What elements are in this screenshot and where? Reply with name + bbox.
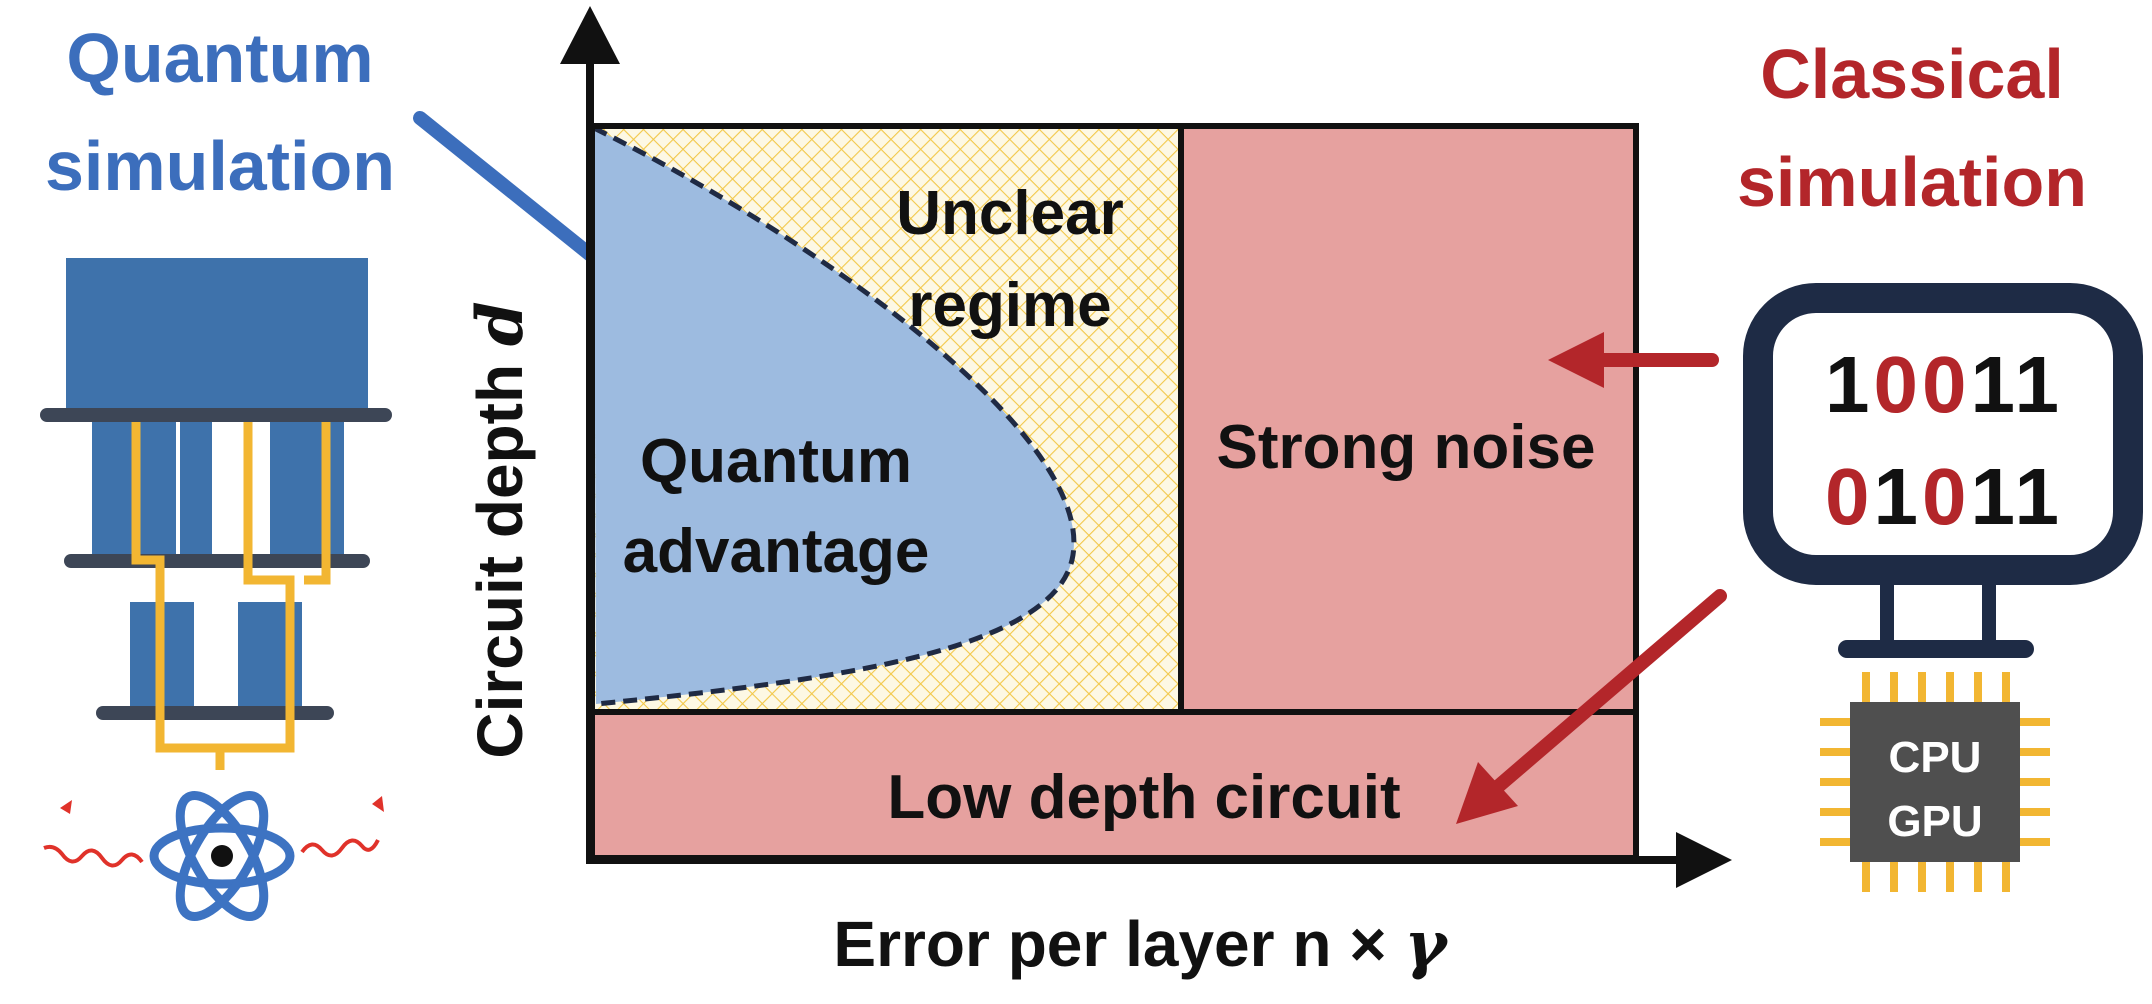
quantum-advantage-region [594,128,1074,704]
x-axis-label: Error per layer n × γ [833,907,1449,982]
binary-digit: 1 [2015,452,2064,541]
chip-pin [1820,838,1854,846]
x-axis [586,832,1732,888]
strong-noise-label: Strong noise [1217,413,1596,482]
classical-simulation-label-line2: simulation [1737,143,2087,221]
low-depth-region [592,712,1636,858]
chip-pin [1820,748,1854,756]
binary-digit: 0 [1873,340,1922,429]
binary-digit: 1 [2015,340,2064,429]
low-depth-circuit-label: Low depth circuit [887,763,1400,832]
binary-row-1: 10011 [1825,340,2063,429]
chip-pin [2016,778,2050,786]
chip-pin [1862,858,1870,892]
chip-pin [1862,672,1870,706]
binary-digit: 1 [1970,340,2014,429]
chip-pin [1946,672,1954,706]
chip-pin [2016,808,2050,816]
binary-digit: 1 [1873,452,1922,541]
chip-label-line2: GPU [1887,797,1982,846]
classical-simulation-label-line1: Classical [1760,35,2064,113]
strong-noise-region [1182,126,1636,710]
chip-pin [1974,672,1982,706]
y-axis [560,6,620,862]
binary-row-2: 01011 [1825,452,2063,541]
quantum-simulation-label-line1: Quantum [66,19,373,97]
chip-label-line1: CPU [1889,733,1982,782]
binary-digit: 0 [1825,452,1874,541]
low-depth-arrow [1456,589,1727,824]
binary-digit: 1 [1970,452,2014,541]
quantum-advantage-label-line2: advantage [623,517,930,586]
binary-digit: 1 [1825,340,1874,429]
chip-pin [2002,858,2010,892]
monitor-icon [1743,283,2143,658]
chip-pin [1946,858,1954,892]
chip-icon [1820,672,2050,892]
chip-pin [1890,858,1898,892]
unclear-regime-label-line1: Unclear [896,179,1123,248]
chip-pin [2002,672,2010,706]
quantum-simulation-label-line2: simulation [45,127,395,205]
binary-digit: 0 [1922,340,1971,429]
strong-noise-arrow [1548,332,1719,388]
chip-pin [1820,778,1854,786]
chip-pin [1918,672,1926,706]
unclear-regime-label-line2: regime [908,271,1111,340]
quantum-advantage-boundary [592,125,1077,707]
chip-pin [1820,718,1854,726]
chip-pin [2016,748,2050,756]
y-axis-symbol: d [463,301,538,346]
x-axis-symbol: γ [1404,907,1449,982]
chip-pin [2016,838,2050,846]
chip-pin [1974,858,1982,892]
chip-pin [1918,858,1926,892]
y-axis-label: Circuit depth d [463,301,538,758]
chip-pin [1820,808,1854,816]
chip-pin [2016,718,2050,726]
quantum-computer-icon [40,258,392,770]
quantum-advantage-label-line1: Quantum [640,427,912,496]
atom-icon [43,790,384,922]
chip-pin [1890,672,1898,706]
binary-digit: 0 [1922,452,1971,541]
